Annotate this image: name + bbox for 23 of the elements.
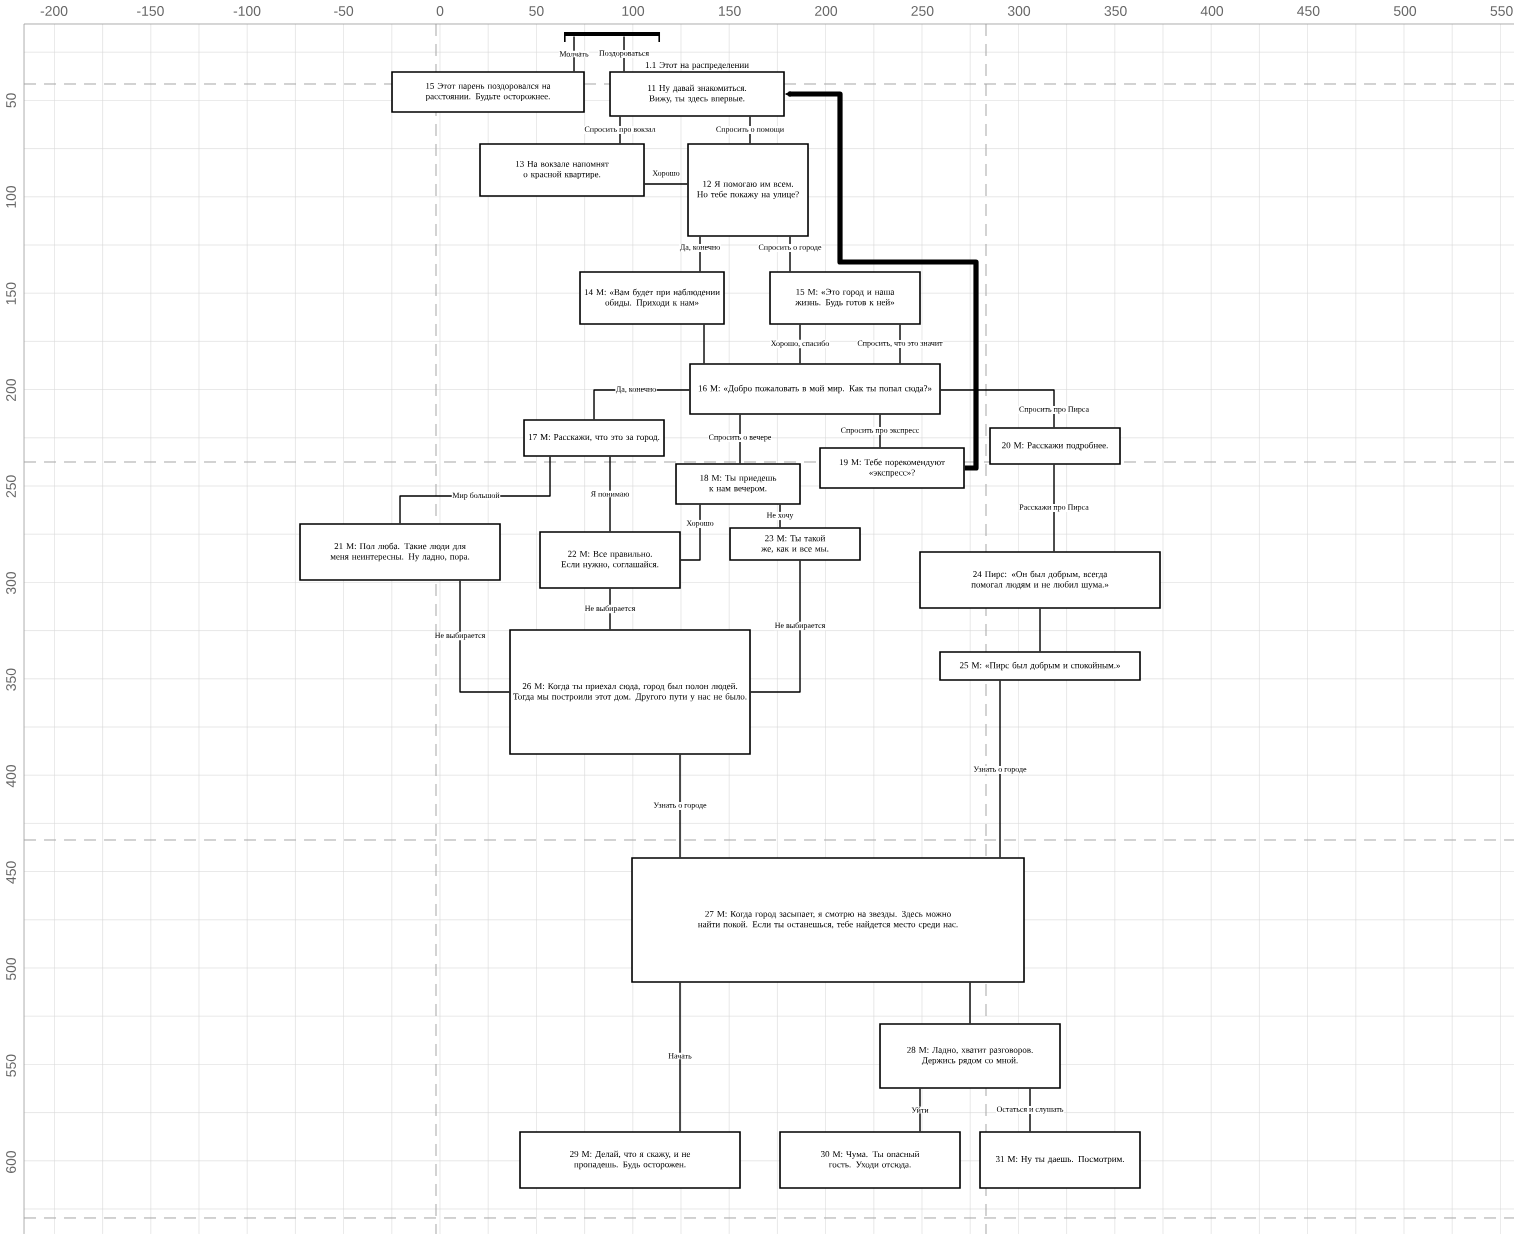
connector xyxy=(679,754,681,858)
connector xyxy=(739,414,741,464)
connector xyxy=(969,982,971,1024)
connector xyxy=(593,389,690,420)
connector xyxy=(459,580,510,693)
connector xyxy=(680,504,701,561)
connector xyxy=(609,588,611,630)
connector xyxy=(940,389,1055,428)
connector xyxy=(1053,464,1055,552)
connector xyxy=(750,560,801,693)
connector xyxy=(919,1088,921,1132)
connector xyxy=(623,35,625,72)
bar xyxy=(564,31,660,43)
connector xyxy=(999,680,1001,858)
connector xyxy=(1039,608,1041,652)
connector xyxy=(789,236,791,272)
connector xyxy=(703,324,705,364)
connector xyxy=(679,982,681,1132)
connector xyxy=(779,504,781,528)
connector xyxy=(609,456,611,532)
connector xyxy=(699,236,701,272)
connector xyxy=(644,183,688,185)
connector xyxy=(573,35,575,72)
